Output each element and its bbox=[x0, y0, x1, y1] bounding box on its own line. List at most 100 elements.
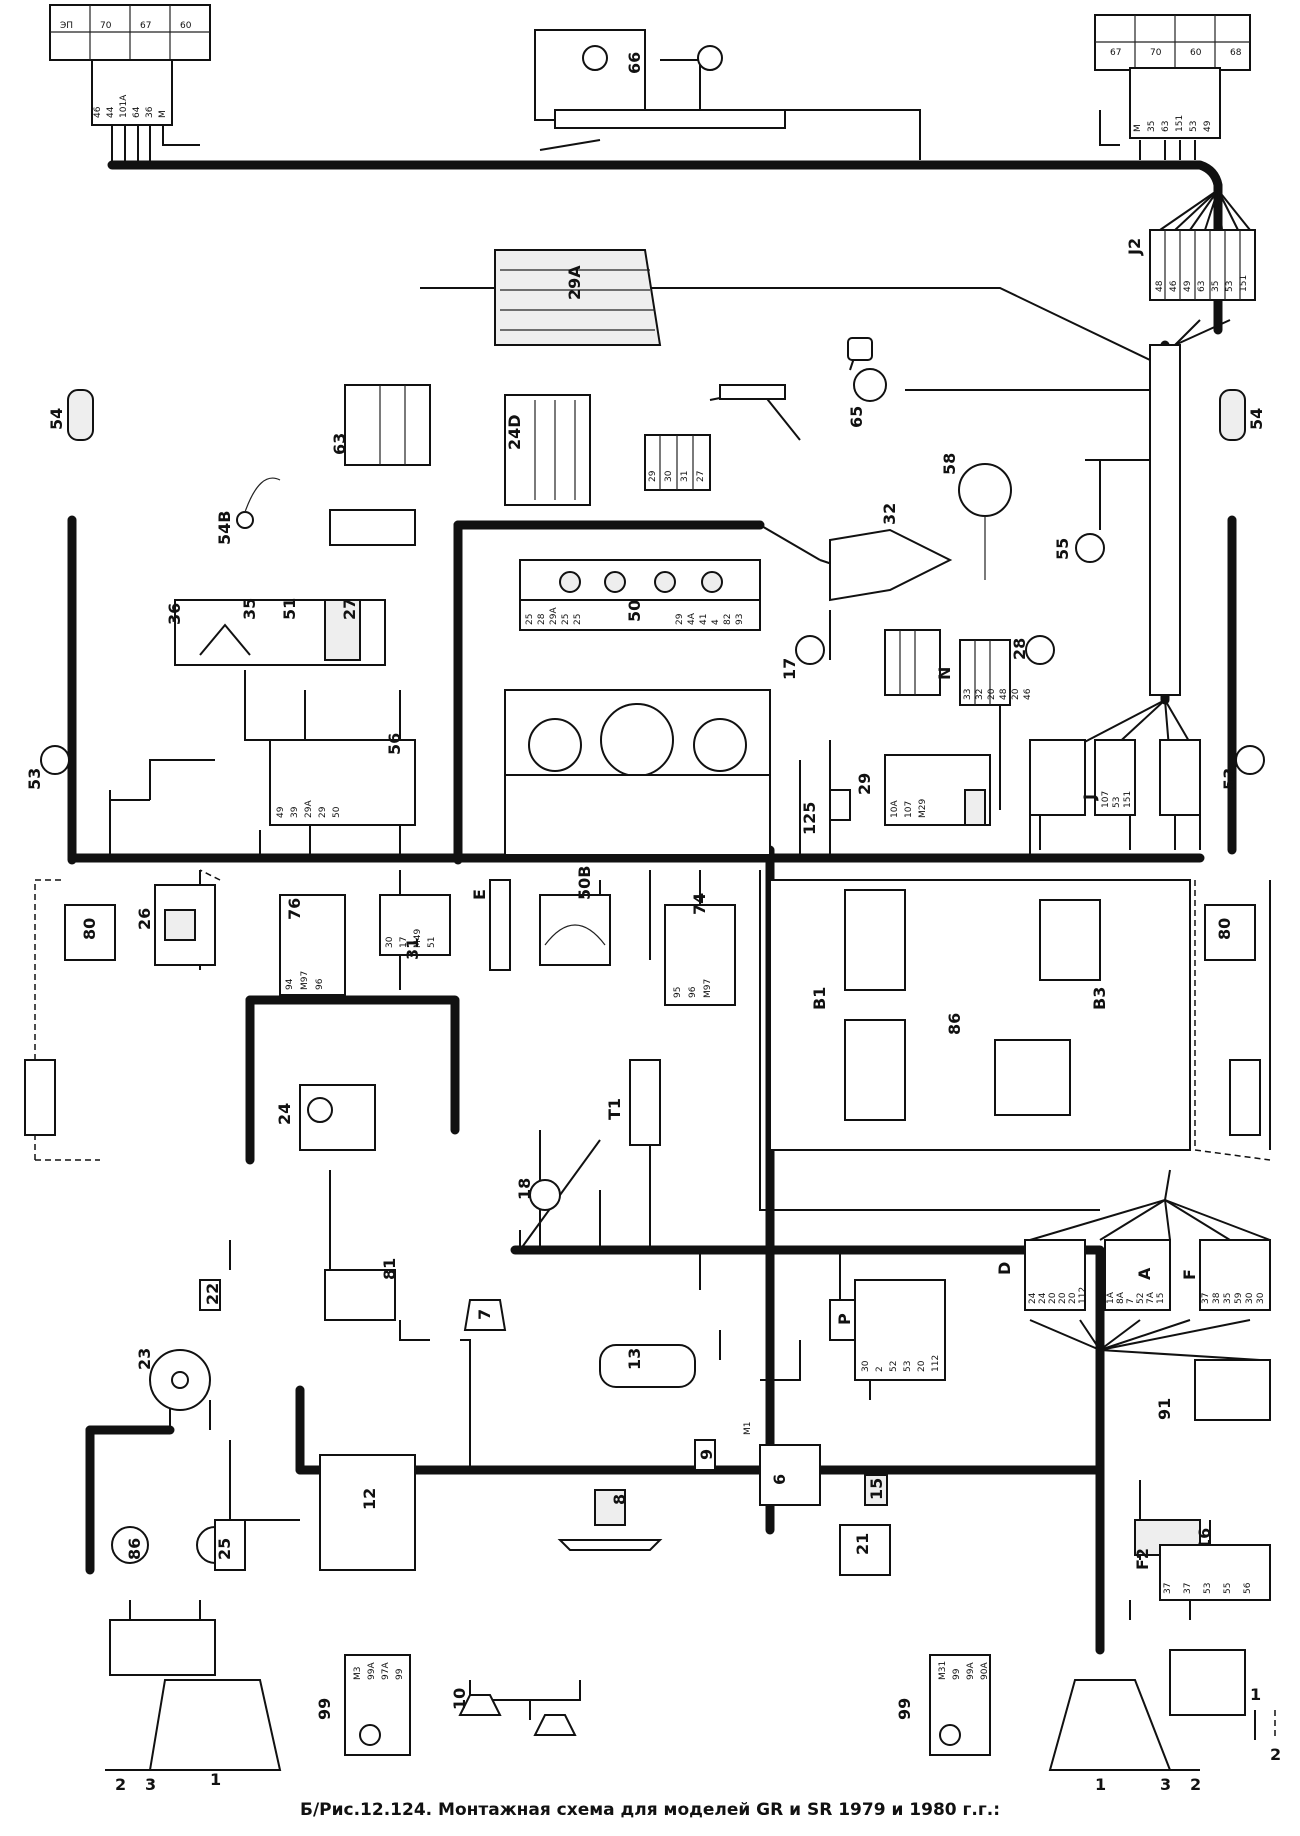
lamp-right-1: 1 bbox=[1095, 1775, 1106, 1794]
trunk-sleeve bbox=[1149, 344, 1181, 696]
instrument-cluster bbox=[504, 689, 771, 856]
pin-label: 97A bbox=[381, 1662, 391, 1680]
label-21: 21 bbox=[853, 1533, 872, 1555]
pin-label: 53 bbox=[1225, 281, 1235, 292]
component-74: 74 bbox=[664, 893, 736, 1006]
label-125: 125 bbox=[800, 802, 819, 835]
line-legend: 1 2 bbox=[1250, 1685, 1281, 1764]
pin-label: 28 bbox=[537, 613, 547, 625]
pin-label: 8A bbox=[1116, 1291, 1126, 1304]
connector-a: A bbox=[1104, 1239, 1171, 1311]
label-54-left: 54 bbox=[47, 408, 66, 430]
pin-label: ЭП bbox=[60, 21, 73, 31]
component-54b: 54B bbox=[215, 477, 416, 546]
pin-label: 25 bbox=[525, 614, 535, 625]
label-80-left: 80 bbox=[80, 918, 99, 940]
component-28: 28 bbox=[1010, 635, 1055, 665]
component-50b: 50B bbox=[539, 866, 611, 966]
component-24d: 24D bbox=[504, 394, 591, 506]
label-86: 86 bbox=[945, 1013, 964, 1035]
component-99-left: 99 bbox=[315, 1654, 411, 1756]
pin-label: 53 bbox=[903, 1361, 913, 1372]
pin-label: 99A bbox=[367, 1662, 377, 1680]
label-15: 15 bbox=[867, 1478, 886, 1500]
pin-label: M97 bbox=[703, 979, 713, 998]
connector-t1: T1 bbox=[605, 1059, 661, 1146]
label-86: 86 bbox=[125, 1538, 144, 1560]
label-29a: 29A bbox=[565, 265, 584, 300]
component-26: 26 bbox=[135, 884, 216, 966]
label-99-right: 99 bbox=[895, 1698, 914, 1720]
lamp-left-2: 2 bbox=[115, 1775, 126, 1794]
label-50b: 50B bbox=[575, 866, 594, 900]
pin-label: 33 bbox=[963, 689, 973, 700]
pin-label: 51 bbox=[427, 937, 437, 948]
component-23: 23 bbox=[135, 1348, 211, 1411]
component-7: 7 bbox=[463, 1299, 507, 1331]
lamp-left-1: 1 bbox=[210, 1770, 221, 1789]
pin-label: 1A bbox=[1106, 1291, 1116, 1304]
component-13: 13 bbox=[599, 1344, 696, 1388]
component-36-35-51-27: 36 35 51 27 bbox=[165, 598, 386, 666]
pin-label: 30 bbox=[664, 470, 674, 482]
pin-label: 94 bbox=[285, 978, 295, 990]
pin-label: 96 bbox=[315, 978, 325, 990]
pin-label: 29A bbox=[304, 800, 314, 818]
pin-label: 17 bbox=[399, 937, 409, 948]
label-d: D bbox=[995, 1262, 1014, 1275]
pin-label: 44 bbox=[106, 106, 116, 118]
label-58: 58 bbox=[940, 453, 959, 475]
pin-label: 151 bbox=[1123, 791, 1133, 808]
pin-label: 35 bbox=[1211, 281, 1221, 292]
pin-label: 24 bbox=[1028, 1292, 1038, 1304]
pin-label: 46 bbox=[93, 106, 103, 118]
label-55: 55 bbox=[1053, 538, 1072, 560]
pin-label: 29 bbox=[318, 806, 328, 818]
label-e: E bbox=[470, 889, 489, 900]
pin-label: 30 bbox=[861, 1360, 871, 1372]
component-15: 15 bbox=[864, 1474, 888, 1506]
pin-label: 90A bbox=[980, 1662, 990, 1680]
pin-label: 63 bbox=[1197, 281, 1207, 292]
connector-l bbox=[884, 629, 941, 696]
pin-label: 93 bbox=[735, 614, 745, 625]
pin-label: 63 bbox=[1161, 121, 1171, 132]
label-13: 13 bbox=[625, 1348, 644, 1370]
connector-n: N bbox=[935, 639, 1011, 706]
component-8: 8 bbox=[557, 1489, 663, 1551]
pin-label: 107 bbox=[1101, 791, 1111, 808]
label-m1: M1 bbox=[743, 1422, 753, 1436]
pin-label: 37 bbox=[1163, 1583, 1173, 1594]
label-74: 74 bbox=[690, 893, 709, 915]
pin-label: 30 bbox=[1245, 1292, 1255, 1304]
label-8: 8 bbox=[610, 1494, 629, 1505]
pin-label: 2 bbox=[875, 1366, 885, 1372]
pin-label: 151 bbox=[1239, 275, 1249, 292]
pin-label: 10A bbox=[890, 800, 900, 818]
pin-label: 49 bbox=[1183, 280, 1193, 292]
component-125: 125 bbox=[800, 789, 851, 835]
component-31: 31 bbox=[379, 894, 451, 960]
pin-label: 67 bbox=[1110, 48, 1121, 58]
label-91: 91 bbox=[1155, 1398, 1174, 1420]
pin-label: 36 bbox=[145, 106, 155, 118]
pin-label: 27 bbox=[696, 471, 706, 482]
pin-label: 20 bbox=[1058, 1292, 1068, 1304]
component-91: 91 bbox=[1155, 1359, 1271, 1421]
pin-label: 101A bbox=[119, 94, 129, 118]
pin-label: 70 bbox=[100, 21, 112, 31]
label-t1: T1 bbox=[605, 1098, 624, 1120]
label-17: 17 bbox=[780, 658, 799, 680]
pin-label: 31 bbox=[680, 471, 690, 482]
pin-label: 37 bbox=[1183, 1583, 1193, 1594]
pin-label: 55 bbox=[1223, 1583, 1233, 1594]
pin-label: 20 bbox=[987, 688, 997, 700]
label-a: A bbox=[1135, 1267, 1154, 1280]
pin-label: 82 bbox=[723, 614, 733, 625]
component-29: 29 bbox=[855, 754, 991, 826]
label-63: 63 bbox=[330, 433, 349, 455]
pin-label: 99 bbox=[395, 1668, 405, 1680]
connector-t bbox=[644, 384, 801, 491]
label-50: 50 bbox=[625, 600, 644, 622]
